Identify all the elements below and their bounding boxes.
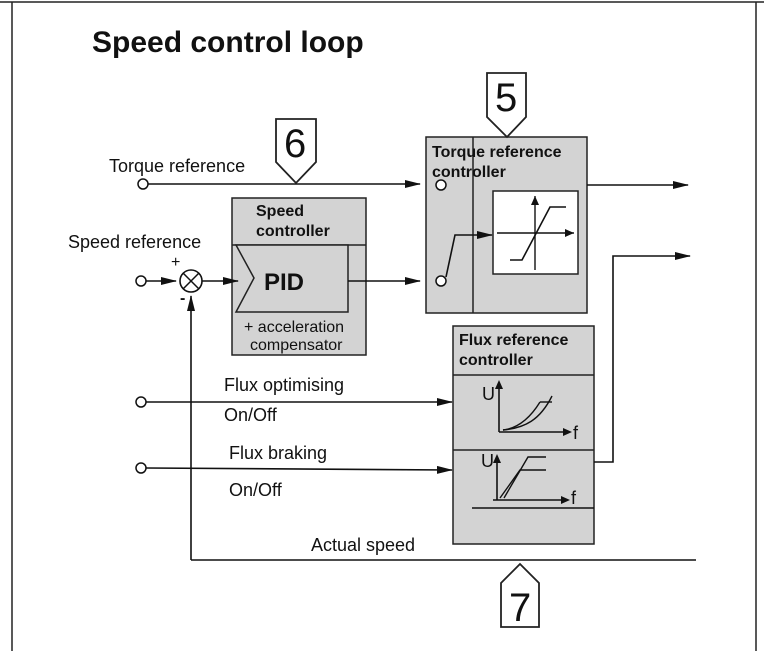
speed-block-title-1: Speed	[256, 203, 304, 220]
torque-block-input-terminal	[435, 179, 447, 191]
flux-optimising-terminal	[135, 396, 147, 408]
flux-optimising-state: On/Off	[224, 405, 278, 425]
pid-label: PID	[264, 269, 304, 296]
speed-block-note-2: compensator	[250, 337, 343, 354]
summing-plus-sign: +	[171, 254, 180, 271]
callout-6: 6	[275, 118, 317, 185]
torque-block-title-2: controller	[432, 164, 506, 181]
flux-opt-plot-f: f	[573, 423, 579, 443]
flux-optimising-plot	[495, 380, 572, 436]
speed-block-title-2: controller	[256, 223, 330, 240]
callout-7-number: 7	[509, 586, 531, 630]
summing-minus-sign: -	[180, 290, 185, 307]
speed-block-note-1: + acceleration	[244, 319, 344, 336]
flux-block-title-1: Flux reference	[459, 332, 568, 349]
summing-junction	[179, 269, 203, 293]
callout-5-number: 5	[495, 76, 517, 120]
torque-reference-terminal	[137, 178, 149, 190]
torque-selector-switch	[445, 234, 472, 278]
flux-braking-terminal	[135, 462, 147, 474]
flux-brake-plot-f: f	[571, 488, 577, 508]
flux-output-wire	[594, 252, 691, 463]
speed-reference-terminal	[135, 275, 147, 287]
flux-braking-label: Flux braking	[229, 443, 327, 463]
flux-braking-plot	[472, 454, 594, 509]
flux-braking-state: On/Off	[229, 480, 283, 500]
flux-optimising-label: Flux optimising	[224, 375, 344, 395]
flux-braking-wire	[145, 465, 453, 474]
callout-5: 5	[486, 72, 527, 139]
callout-7: 7	[500, 562, 540, 630]
diagram-title: Speed control loop	[92, 26, 364, 59]
pid-shape	[234, 244, 349, 313]
torque-block-title-1: Torque reference	[432, 144, 562, 161]
torque-limiter-plot	[492, 190, 579, 275]
actual-speed-label: Actual speed	[311, 535, 415, 555]
torque-block-speed-terminal	[435, 275, 447, 287]
flux-brake-plot-u: U	[481, 451, 494, 471]
callout-6-number: 6	[284, 122, 306, 166]
torque-reference-label: Torque reference	[109, 156, 245, 176]
speed-reference-label: Speed reference	[68, 232, 201, 252]
flux-opt-plot-u: U	[482, 384, 495, 404]
flux-block-title-2: controller	[459, 352, 533, 369]
